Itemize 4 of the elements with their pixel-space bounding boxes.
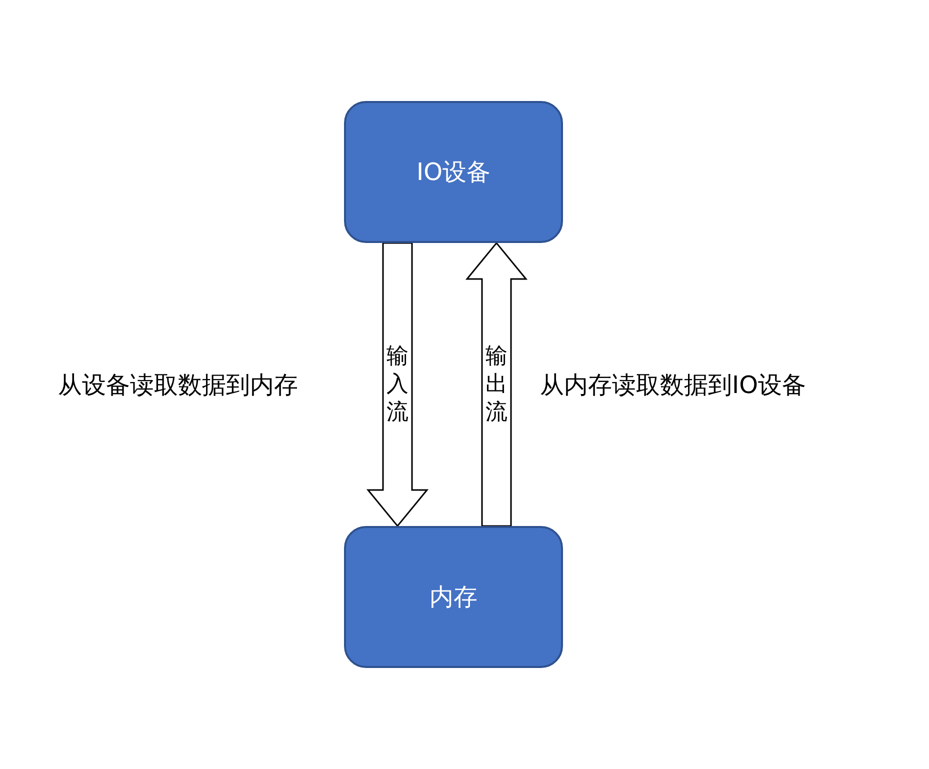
process-box: 内存 <box>344 526 563 668</box>
process-box: IO设备 <box>344 101 563 243</box>
note-text: 从设备读取数据到内存 <box>58 370 298 400</box>
note-text: 从内存读取数据到IO设备 <box>540 370 806 400</box>
